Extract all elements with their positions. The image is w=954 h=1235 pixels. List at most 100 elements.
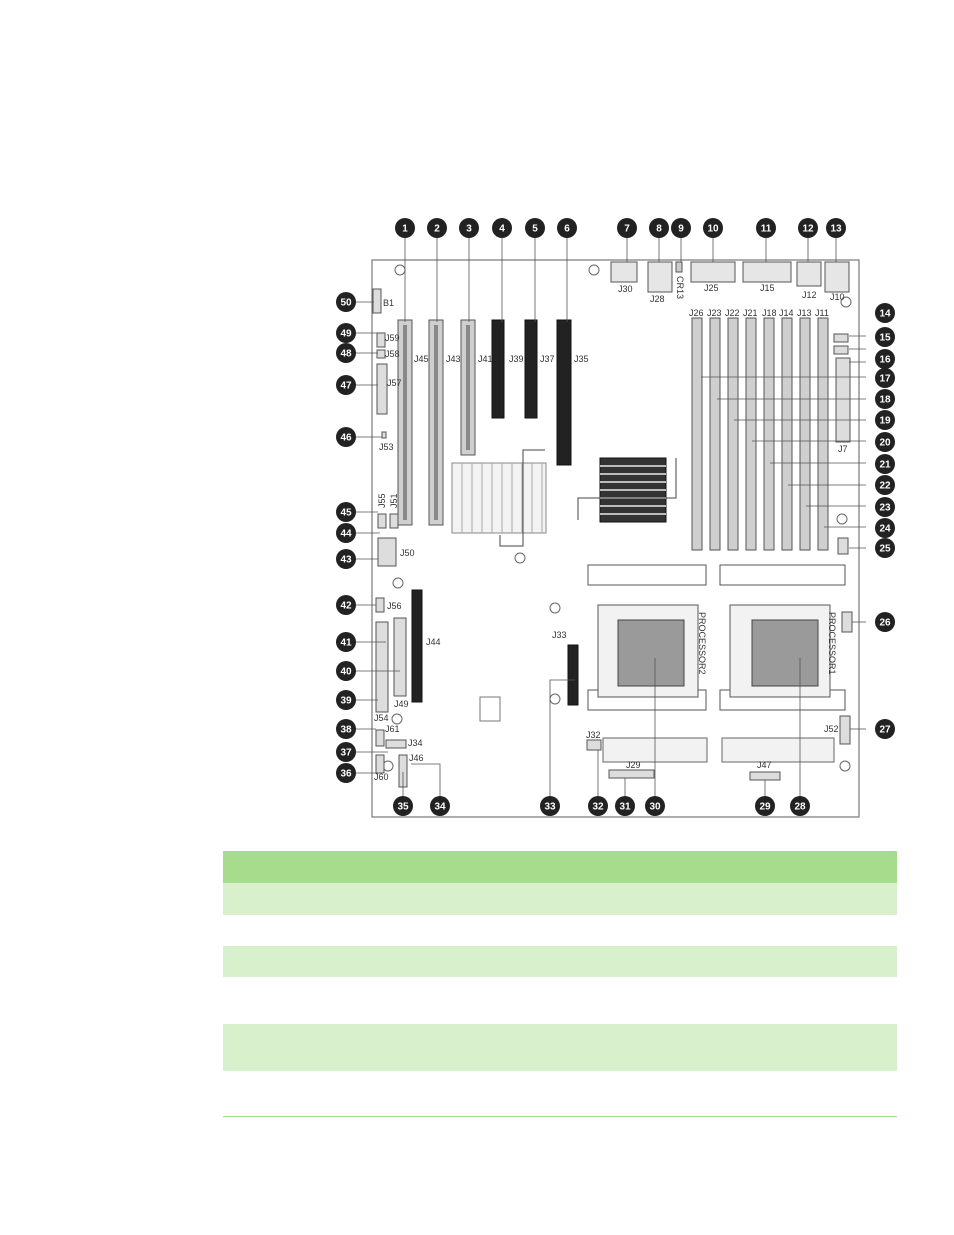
callout-15: 15: [875, 327, 895, 347]
callout-number: 45: [340, 508, 352, 519]
table-row: [223, 883, 897, 915]
callout-25: 25: [875, 538, 895, 558]
label-j21: J21: [743, 308, 758, 318]
callout-number: 48: [340, 349, 352, 360]
left-connectors: [372, 288, 423, 788]
callout-38: 38: [336, 719, 356, 739]
label-j39: J39: [509, 354, 524, 364]
callout-1: 1: [395, 218, 415, 238]
table-row: [223, 1071, 897, 1117]
callout-number: 4: [499, 224, 505, 235]
callout-33: 33: [540, 796, 560, 816]
label-j11: J11: [815, 308, 829, 318]
label-j14: J14: [779, 308, 794, 318]
callout-number: 19: [879, 416, 891, 427]
callout-14: 14: [875, 303, 895, 323]
label-cr13: CR13: [675, 276, 685, 299]
callout-number: 24: [879, 524, 891, 535]
callout-number: 33: [544, 802, 556, 813]
callout-number: 21: [879, 460, 891, 471]
callout-number: 11: [761, 224, 772, 235]
leader-lines: [356, 237, 866, 806]
callout-number: 49: [340, 329, 352, 340]
callout-number: 41: [340, 638, 352, 649]
callout-6: 6: [557, 218, 577, 238]
label-j52: J52: [824, 724, 839, 734]
callout-37: 37: [336, 742, 356, 762]
callout-number: 39: [340, 696, 352, 707]
callout-number: 28: [794, 802, 806, 813]
callout-39: 39: [336, 690, 356, 710]
label-j18: J18: [762, 308, 777, 318]
callout-8: 8: [649, 218, 669, 238]
callout-48: 48: [336, 343, 356, 363]
label-j37: J37: [540, 354, 555, 364]
callout-13: 13: [826, 218, 846, 238]
callout-number: 27: [879, 725, 891, 736]
connector-labels: B1 J59 J58 J57 J53 J55 J51 J50 J56 J54 J…: [374, 276, 848, 782]
callout-32: 32: [588, 796, 608, 816]
reference-table: [223, 851, 897, 1117]
slot-j37: [524, 319, 538, 419]
label-j33: J33: [552, 630, 567, 640]
table-row: [223, 946, 897, 977]
callout-number: 50: [340, 298, 352, 309]
callout-number: 15: [879, 333, 891, 344]
callout-3: 3: [459, 218, 479, 238]
callout-9: 9: [671, 218, 691, 238]
callout-35: 35: [393, 796, 413, 816]
label-processor1: PROCESSOR1: [827, 612, 837, 675]
rear-io: [610, 261, 850, 293]
label-j22: J22: [725, 308, 740, 318]
callout-number: 5: [532, 224, 538, 235]
callout-number: 40: [340, 667, 352, 678]
label-j34: J34: [408, 738, 423, 748]
callout-number: 32: [592, 802, 604, 813]
label-j43: J43: [446, 354, 461, 364]
callout-26: 26: [875, 612, 895, 632]
label-j59: J59: [385, 333, 400, 343]
label-j54: J54: [374, 713, 389, 723]
callout-46: 46: [336, 427, 356, 447]
label-j41: J41: [478, 354, 493, 364]
label-j44: J44: [426, 637, 441, 647]
callout-number: 14: [879, 309, 891, 320]
label-j53: J53: [379, 442, 394, 452]
callout-number: 30: [649, 802, 661, 813]
callout-7: 7: [617, 218, 637, 238]
callout-45: 45: [336, 502, 356, 522]
callout-49: 49: [336, 323, 356, 343]
label-j46: J46: [409, 753, 424, 763]
label-j13: J13: [797, 308, 812, 318]
label-processor2: PROCESSOR2: [697, 612, 707, 675]
callout-number: 34: [434, 802, 446, 813]
table-header-row: [223, 851, 897, 883]
label-j45: J45: [414, 354, 429, 364]
callout-4: 4: [492, 218, 512, 238]
callout-number: 12: [802, 224, 814, 235]
callout-5: 5: [525, 218, 545, 238]
callout-number: 3: [466, 224, 472, 235]
slot-j39: [491, 319, 505, 419]
callout-29: 29: [755, 796, 775, 816]
label-j23: J23: [707, 308, 722, 318]
callout-20: 20: [875, 432, 895, 452]
callout-43: 43: [336, 549, 356, 569]
label-j28: J28: [650, 294, 665, 304]
callout-number: 6: [564, 224, 570, 235]
callout-50: 50: [336, 292, 356, 312]
label-j50: J50: [400, 548, 415, 558]
cpu-retention: [587, 564, 846, 711]
label-j29: J29: [626, 760, 641, 770]
label-j55: J55: [377, 493, 387, 508]
label-j47: J47: [757, 760, 772, 770]
callout-number: 7: [624, 224, 630, 235]
callout-12: 12: [798, 218, 818, 238]
callout-47: 47: [336, 375, 356, 395]
callout-number: 37: [340, 748, 352, 759]
label-j49: J49: [394, 699, 409, 709]
callout-30: 30: [645, 796, 665, 816]
heatsink-ioh: [451, 462, 547, 534]
